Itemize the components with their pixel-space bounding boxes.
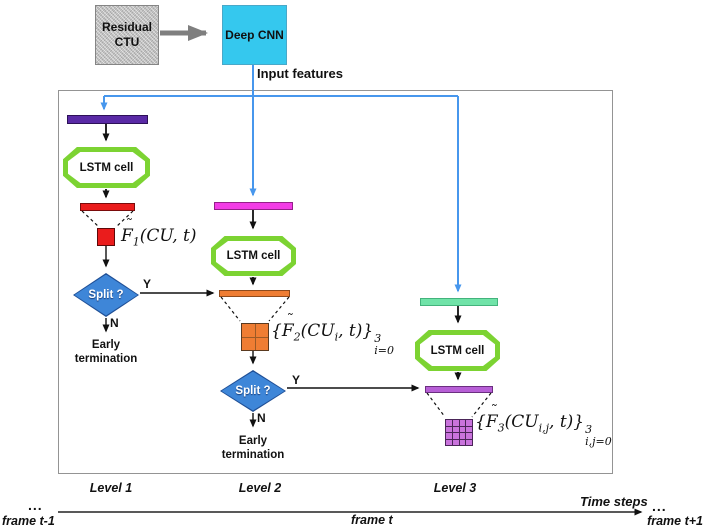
ellipsis-right: ... bbox=[652, 498, 667, 514]
cu-cell bbox=[255, 337, 268, 350]
time-steps-label: Time steps bbox=[580, 494, 648, 509]
frame-t-minus-1-label: frame t-1 bbox=[2, 514, 55, 528]
level2-no-label: N bbox=[257, 411, 266, 425]
level2-axis-label: Level 2 bbox=[238, 481, 282, 495]
level1-early-termination: Early termination bbox=[74, 339, 138, 366]
cu-cell bbox=[242, 324, 255, 337]
residual-ctu-label: Residual CTU bbox=[101, 20, 152, 49]
level1-output-bar bbox=[80, 203, 135, 211]
cu-cell bbox=[459, 433, 466, 439]
level3-lstm-cell: LSTM cell bbox=[415, 330, 500, 371]
level1-feature-formula: ˜F1(CU, t) bbox=[121, 217, 197, 249]
split-label: Split ? bbox=[235, 385, 271, 397]
lstm-cell-label: LSTM cell bbox=[430, 344, 485, 357]
cu-cell bbox=[452, 439, 459, 445]
f-tilde: ˜F bbox=[121, 217, 133, 246]
cu-cell bbox=[446, 426, 452, 432]
frame-t-plus-1-label: frame t+1 bbox=[647, 514, 703, 528]
residual-ctu-box: Residual CTU bbox=[95, 5, 159, 65]
level1-cu-square bbox=[97, 228, 115, 246]
cu-cell bbox=[459, 420, 466, 426]
level3-output-bar bbox=[425, 386, 493, 393]
cu-cell bbox=[446, 420, 452, 426]
cu-cell bbox=[459, 439, 466, 445]
level3-cu-grid-4x4 bbox=[445, 419, 473, 446]
cu-cell bbox=[242, 337, 255, 350]
cu-cell bbox=[466, 420, 472, 426]
lstm-octagon-fill bbox=[68, 152, 145, 183]
lstm-cell-label: LSTM cell bbox=[79, 161, 134, 174]
ellipsis-left: ... bbox=[28, 497, 43, 513]
level2-output-bar bbox=[219, 290, 290, 297]
frame-t-label: frame t bbox=[351, 513, 393, 527]
level1-lstm-cell: LSTM cell bbox=[63, 147, 150, 188]
lstm-octagon-fill bbox=[216, 241, 291, 271]
cu-cell bbox=[466, 433, 472, 439]
split-label: Split ? bbox=[88, 289, 124, 301]
cu-cell bbox=[452, 420, 459, 426]
level2-lstm-cell: LSTM cell bbox=[211, 236, 296, 276]
lstm-octagon-fill bbox=[420, 335, 495, 366]
level3-feature-bar bbox=[420, 298, 498, 306]
input-features-label: Input features bbox=[257, 66, 343, 81]
level2-cu-grid-2x2 bbox=[241, 323, 269, 351]
lstm-network-frame bbox=[58, 90, 613, 474]
level2-split-decision: Split ? bbox=[220, 370, 286, 412]
cu-cell bbox=[255, 324, 268, 337]
level1-no-label: N bbox=[110, 316, 119, 330]
level1-split-decision: Split ? bbox=[73, 273, 139, 317]
cu-cell bbox=[459, 426, 466, 432]
deep-cnn-box: Deep CNN bbox=[222, 5, 287, 65]
level3-axis-label: Level 3 bbox=[433, 481, 477, 495]
deep-cnn-label: Deep CNN bbox=[225, 27, 284, 42]
level2-early-termination: Early termination bbox=[221, 435, 285, 462]
cu-cell bbox=[446, 433, 452, 439]
level2-feature-bar bbox=[214, 202, 293, 210]
level1-yes-label: Y bbox=[143, 277, 152, 291]
cu-cell bbox=[452, 433, 459, 439]
cu-cell bbox=[466, 426, 472, 432]
f-tilde: ˜F bbox=[485, 403, 498, 432]
cu-cell bbox=[466, 439, 472, 445]
lstm-cell-label: LSTM cell bbox=[226, 250, 281, 262]
cu-cell bbox=[452, 426, 459, 432]
f-tilde: ˜F bbox=[281, 312, 294, 341]
level1-axis-label: Level 1 bbox=[89, 481, 133, 495]
level1-feature-bar bbox=[67, 115, 148, 124]
cu-cell bbox=[446, 439, 452, 445]
level2-yes-label: Y bbox=[292, 373, 301, 387]
